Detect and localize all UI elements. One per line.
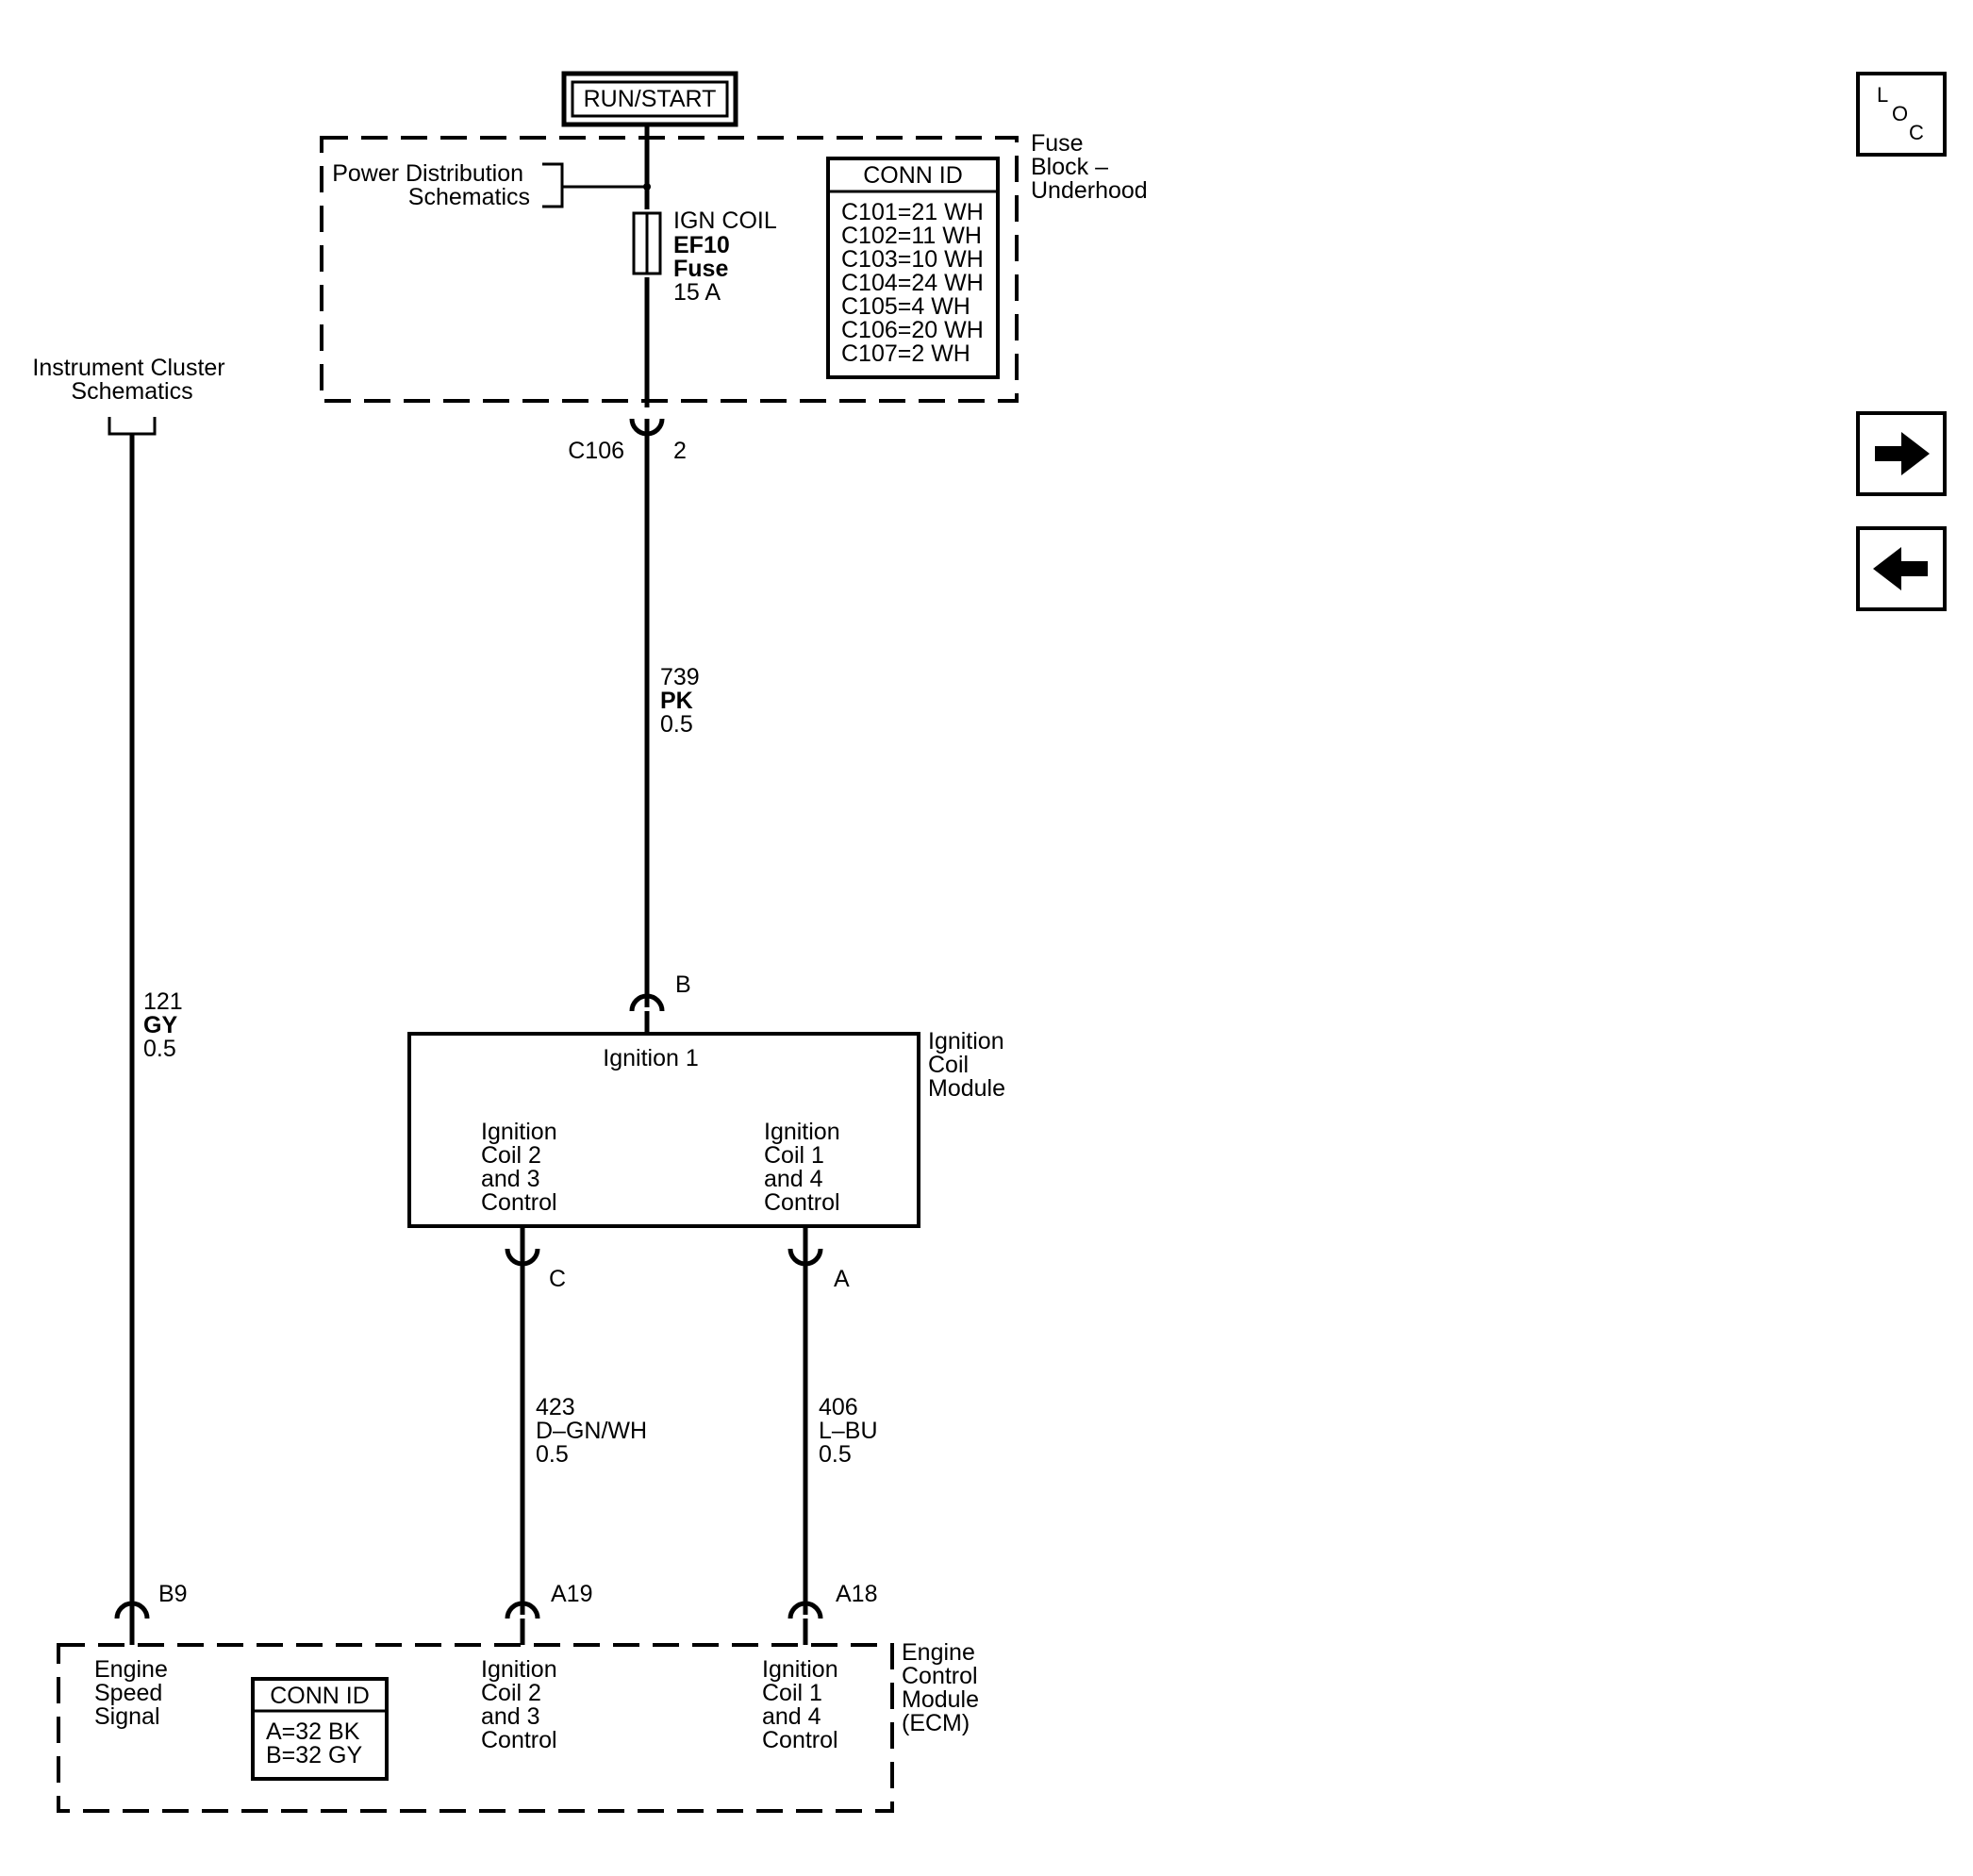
coil-module-pin-a: A (788, 1226, 850, 1292)
back-button[interactable] (1856, 526, 1947, 611)
wire-121-label: 121 GY 0.5 (143, 988, 190, 1062)
svg-text:Instrument Cluster Schem: Instrument Cluster Schematics (32, 355, 231, 405)
ecm-conn-id-table: CONN ID A=32 BK B=32 GY (251, 1677, 389, 1781)
coil-module-pin-c: C (505, 1226, 566, 1292)
coil-module-name: Ignition Coil Module (928, 1028, 1011, 1102)
svg-text:A18: A18 (836, 1581, 877, 1607)
fuse-ef10-label: IGN COIL EF10 Fuse 15 A (673, 208, 783, 306)
forward-button[interactable] (1856, 411, 1947, 496)
ecm-pin-a18: A18 (788, 1581, 877, 1645)
wire-406-label: 406 L–BU 0.5 (819, 1394, 885, 1468)
fuse-block-conn-id-table: CONN ID C101=21 WH C102=11 WH C103=10 WH… (826, 157, 1000, 379)
wire-423-label: 423 D–GN/WH 0.5 (536, 1394, 654, 1468)
svg-text:L: L (1877, 83, 1888, 107)
ecm-pin-b9: B9 (114, 1581, 188, 1645)
svg-text:B9: B9 (158, 1581, 188, 1607)
coil-module-ctrl-2-3: Ignition Coil 2 and 3 Control (481, 1119, 564, 1216)
svg-text:C: C (549, 1266, 566, 1292)
ecm-ctrl-1-4: Ignition Coil 1 and 4 Control (762, 1656, 845, 1753)
svg-text:C: C (1909, 121, 1924, 144)
arrow-right-icon (1875, 432, 1930, 475)
fuse-block-name: Fuse Block – Underhood (1031, 130, 1148, 204)
svg-text:CONN ID: CONN ID (270, 1683, 370, 1709)
svg-text:O: O (1892, 102, 1908, 125)
coil-module-pin-b: B (629, 971, 691, 1034)
fuse-ef10: IGN COIL EF10 Fuse 15 A (632, 208, 783, 306)
arrow-left-icon (1873, 547, 1928, 590)
coil-module-ctrl-1-4: Ignition Coil 1 and 4 Control (764, 1119, 847, 1216)
svg-text:B: B (675, 971, 691, 998)
svg-text:A: A (834, 1266, 850, 1292)
power-distribution-reference: Power Distribution Schematics (332, 160, 651, 210)
svg-text:CONN ID: CONN ID (863, 162, 963, 189)
svg-text:RUN/START: RUN/START (584, 86, 717, 112)
ecm-ctrl-2-3: Ignition Coil 2 and 3 Control (481, 1656, 564, 1753)
svg-text:Ignition 1: Ignition 1 (603, 1045, 698, 1071)
svg-text:C101=21 WH C102=11 WH: C101=21 WH C102=11 WH C103=10 WH C104=24… (841, 199, 990, 367)
svg-text:2: 2 (673, 438, 687, 464)
svg-text:A=32 BK B=32 GY: A=32 BK B=32 GY (266, 1718, 366, 1768)
instrument-cluster-reference: Instrument Cluster Schematics (32, 355, 231, 436)
svg-text:Power Distribution Schem: Power Distribution Schematics (332, 160, 530, 210)
svg-text:C106: C106 (568, 438, 624, 464)
ecm-pin-a19: A19 (505, 1581, 592, 1645)
wire-739-label: 739 PK 0.5 (660, 664, 706, 738)
connector-c106: C106 2 (568, 418, 687, 464)
ecm-engine-speed-signal: Engine Speed Signal (94, 1656, 174, 1730)
loc-button[interactable]: L O C (1856, 72, 1947, 157)
ecm-name: Engine Control Module (ECM) (902, 1639, 986, 1736)
svg-text:A19: A19 (551, 1581, 592, 1607)
fuse-block-underhood: Fuse Block – Underhood (320, 130, 1148, 403)
ignition-coil-module: Ignition 1 Ignition Coil 2 and 3 Control… (407, 1028, 1011, 1228)
run-start-power-label: RUN/START (561, 71, 738, 127)
engine-control-module: Engine Control Module (ECM) Engine Speed… (57, 1639, 986, 1813)
